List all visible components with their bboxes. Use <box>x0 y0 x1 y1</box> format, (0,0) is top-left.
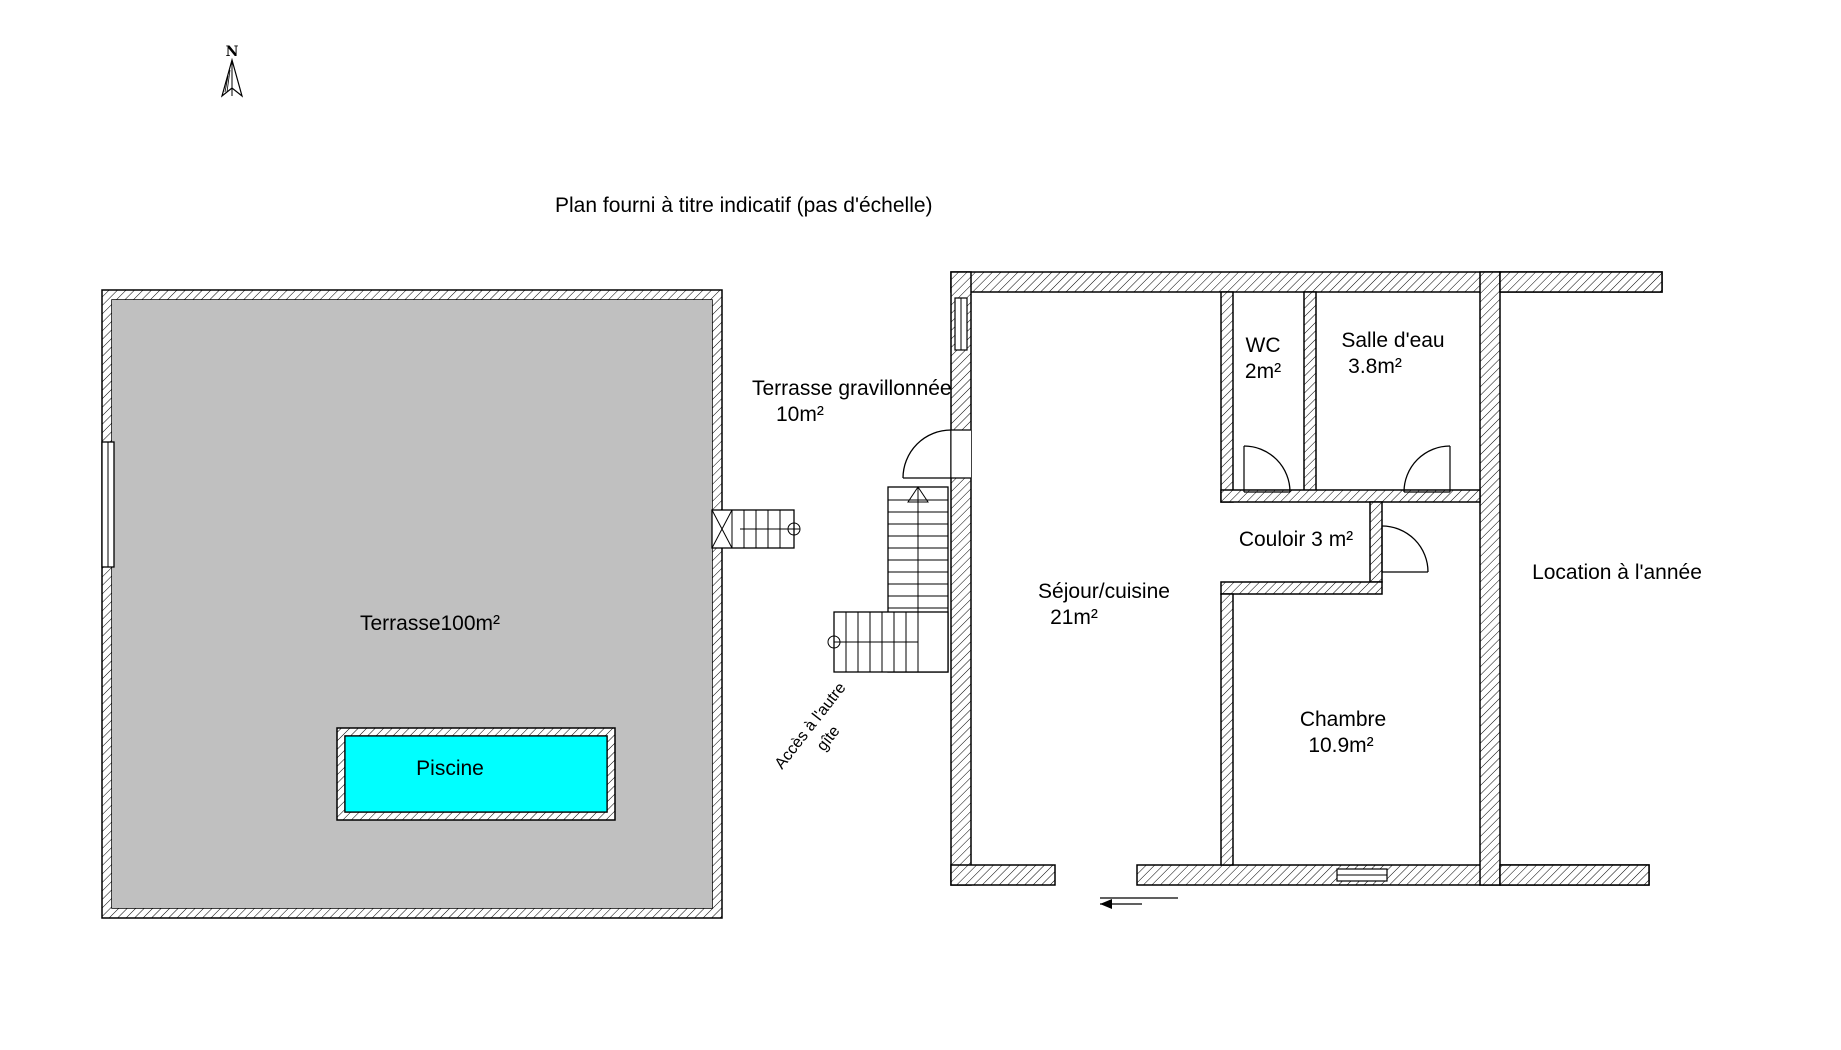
pool-label: Piscine <box>416 757 484 780</box>
plan-title: Plan fourni à titre indicatif (pas d'éch… <box>555 194 933 217</box>
terrace-area: Terrasse100m² Piscine <box>101 289 801 919</box>
couloir-label: Couloir 3 m² <box>1239 528 1353 551</box>
gravel-terrace-label: Terrasse gravillonnée <box>752 377 952 400</box>
wc-area: 2m² <box>1245 360 1281 383</box>
chambre-area: 10.9m² <box>1308 734 1373 757</box>
terrace-label: Terrasse100m² <box>360 612 500 635</box>
location-label: Location à l'année <box>1532 561 1702 584</box>
bedroom-door-icon <box>1381 525 1429 573</box>
sejour-area: 21m² <box>1050 606 1098 629</box>
bathroom-door-icon <box>1403 445 1451 493</box>
chambre-label: Chambre <box>1300 708 1386 731</box>
access-label-line1: Accès à l'autre <box>772 680 850 773</box>
wc-door-icon <box>1243 445 1291 493</box>
wc-label: WC <box>1246 334 1281 357</box>
sejour-label: Séjour/cuisine <box>1038 580 1170 603</box>
north-label: N <box>226 44 239 60</box>
building: Séjour/cuisine 21m² WC 2m² Salle d'eau 3… <box>902 271 1702 909</box>
pool: Piscine <box>336 727 616 821</box>
access-stair-icon <box>827 486 949 673</box>
salle-deau-area: 3.8m² <box>1348 355 1402 378</box>
access-label-group: Accès à l'autre gîte <box>772 680 850 773</box>
entry-door-icon <box>902 429 971 479</box>
entry-arrow-icon <box>1100 897 1178 909</box>
north-arrow-icon: N <box>220 44 244 98</box>
salle-deau-label: Salle d'eau <box>1341 329 1444 352</box>
gravel-terrace-area: 10m² <box>776 403 824 426</box>
terrace-stair-icon <box>711 509 801 549</box>
